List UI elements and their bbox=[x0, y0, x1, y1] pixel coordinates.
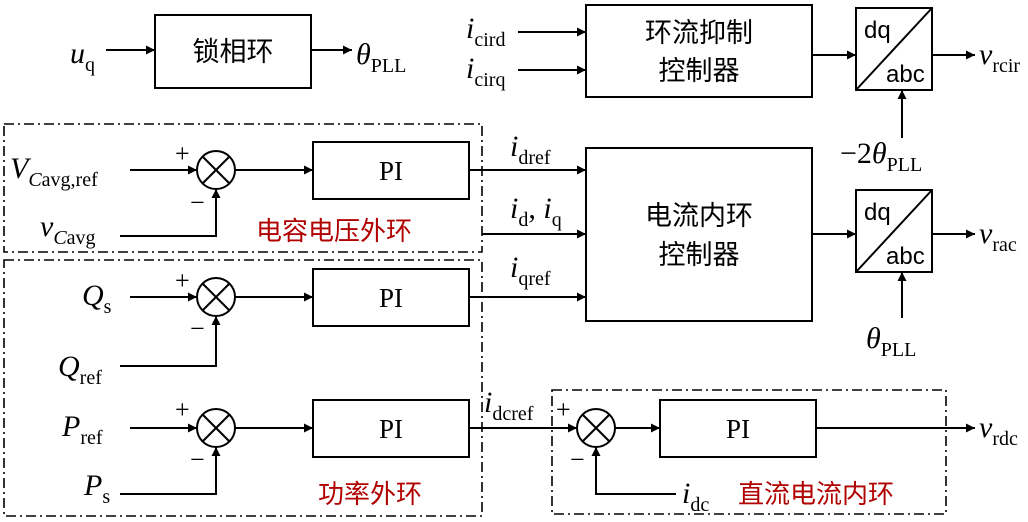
id-iq-label: id, iq bbox=[510, 192, 562, 231]
sum3-plus: + bbox=[175, 395, 190, 424]
p-ref-label: Pref bbox=[61, 410, 103, 449]
sum1-cross-b bbox=[201, 155, 231, 185]
dq-abc-mid-dq: dq bbox=[864, 199, 891, 226]
pi-block-voltage bbox=[312, 141, 470, 200]
curr-ctrl-label-1: 电流内环 bbox=[645, 201, 753, 232]
q-ref-feedback-line bbox=[120, 316, 221, 367]
i-cird-label: icird bbox=[466, 12, 505, 51]
power-outer-loop-title: 功率外环 bbox=[318, 480, 422, 510]
dc-inner-loop-title: 直流电流内环 bbox=[738, 480, 894, 510]
sum1-plus: + bbox=[175, 139, 190, 168]
sum4-plus: + bbox=[556, 395, 571, 424]
sum2-plus: + bbox=[175, 266, 190, 295]
p-s-feedback-line bbox=[120, 447, 221, 495]
v-cavg-label: vCavg bbox=[40, 210, 96, 249]
circ-ctrl-label-1: 环流抑制 bbox=[645, 18, 753, 49]
sum1-minus: − bbox=[190, 188, 205, 217]
pi-dc-label: PI bbox=[726, 414, 750, 444]
i-cirq-label: icirq bbox=[466, 52, 505, 91]
i-qref-label: iqref bbox=[510, 251, 551, 290]
pi-p-label: PI bbox=[379, 414, 403, 444]
v-cavg-ref-label: VCavg,ref bbox=[10, 152, 98, 191]
sum2-cross-b bbox=[201, 282, 231, 312]
v-rac-label: vrac bbox=[979, 217, 1017, 256]
circulating-current-controller-block bbox=[585, 4, 813, 98]
sum3-minus: − bbox=[190, 445, 205, 474]
current-inner-loop-controller-block bbox=[585, 147, 813, 322]
theta-pll-mid-label: θPLL bbox=[866, 322, 916, 361]
pi-block-q bbox=[312, 268, 470, 327]
q-s-label: Qs bbox=[82, 279, 112, 318]
pll-block bbox=[154, 14, 312, 89]
neg2theta-label: −2θPLL bbox=[840, 137, 922, 176]
v-cavg-feedback-line bbox=[120, 189, 221, 237]
v-rdc-label: vrdc bbox=[979, 411, 1018, 450]
pll-block-label: 锁相环 bbox=[193, 37, 274, 68]
sum2-minus: − bbox=[190, 314, 205, 343]
dq-abc-mid-diagonal bbox=[855, 189, 933, 273]
sum3-cross-b bbox=[201, 413, 231, 443]
theta-pll-label: θPLL bbox=[356, 38, 406, 77]
uq-label: uq bbox=[70, 37, 95, 76]
dc-inner-loop-frame bbox=[551, 389, 947, 515]
dq-abc-top-dq: dq bbox=[864, 17, 891, 44]
i-dc-label: idc bbox=[682, 477, 709, 516]
sum4-minus: − bbox=[570, 445, 585, 474]
voltage-outer-loop-frame bbox=[3, 123, 483, 253]
dq-abc-mid-abc: abc bbox=[886, 243, 925, 270]
sum4-cross-b bbox=[581, 413, 611, 443]
q-ref-label: Qref bbox=[58, 350, 102, 389]
curr-ctrl-label-2: 控制器 bbox=[659, 240, 740, 271]
i-dc-feedback-line bbox=[591, 447, 676, 495]
power-outer-loop-frame bbox=[3, 259, 483, 517]
pi-q-label: PI bbox=[379, 283, 403, 313]
voltage-outer-loop-title: 电容电压外环 bbox=[256, 217, 412, 247]
i-dref-label: idref bbox=[510, 130, 551, 169]
dq-abc-top-diagonal bbox=[855, 7, 933, 91]
v-rcir-label: vrcir bbox=[979, 38, 1020, 77]
dq-abc-top-abc: abc bbox=[886, 61, 925, 88]
pi-voltage-label: PI bbox=[379, 156, 403, 186]
circ-ctrl-label-2: 控制器 bbox=[659, 56, 740, 87]
p-s-label: Ps bbox=[83, 469, 110, 508]
i-dcref-label: idcref bbox=[484, 386, 534, 425]
